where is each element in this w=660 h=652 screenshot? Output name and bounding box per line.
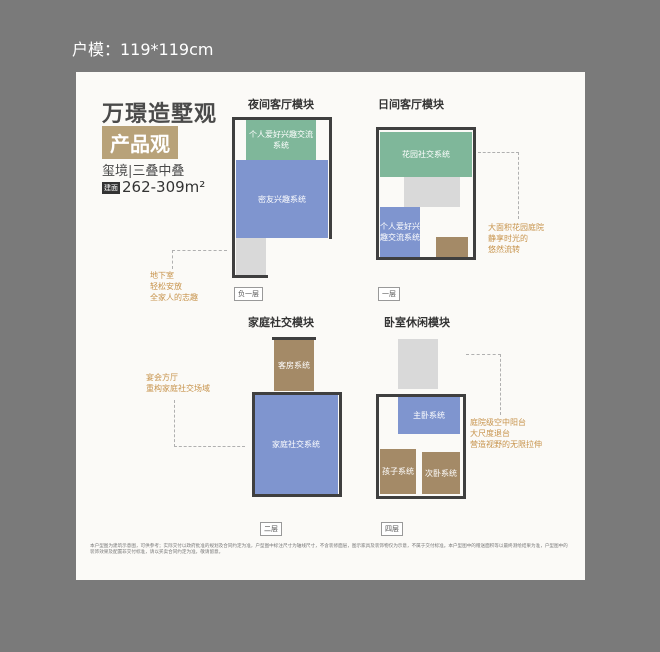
card-badge: 产品观 [102,126,178,159]
floor-label-2f: 二层 [260,522,282,536]
page-caption: 户模：119*119cm [72,40,214,59]
footnote: 本户型图为建筑示意图，可供参考；实际交付以政府批准的规划及合同约定为准，户型图中… [90,544,568,555]
plan-1f: 花园社交系统 个人爱好兴趣交流系统 [376,117,476,292]
courtyard [404,177,460,207]
floor-label-1f: 一层 [378,287,400,301]
annotation-basement: 地下室 轻松安放 全家人的志趣 [150,271,198,302]
card-title: 万璟造墅观 [102,101,218,127]
card-subtitle: 玺境|三叠中叠 [102,164,185,179]
leader-hall [174,400,245,447]
room-garden: 花园社交系统 [380,132,472,177]
plan-basement: 个人爱好兴趣交流系统 密友兴趣系统 [232,117,332,292]
floor-label-4f: 四层 [381,522,403,536]
module-title-family: 家庭社交模块 [248,316,314,329]
room-guest: 客房系统 [274,339,314,391]
room-second: 次卧系统 [422,452,460,494]
area-value: 262-309m² [122,178,206,196]
room-friends: 密友兴趣系统 [236,160,328,238]
room-kitchen [436,237,468,257]
plan-2f: 客房系统 家庭社交系统 [252,334,342,524]
stair-basement [236,238,266,276]
leader-terrace [466,354,501,415]
annotation-terrace: 庭院级空中阳台 大尺度退台 营造视野的无限拉伸 [470,418,542,449]
leader-garden [478,152,519,219]
annotation-garden: 大面积花园庭院 静享时光的 悠然流转 [488,223,544,254]
module-title-bedroom: 卧室休闲模块 [384,316,450,329]
module-title-day: 日间客厅模块 [378,98,444,111]
module-title-night: 夜间客厅模块 [248,98,314,111]
area-tag: 建面 [102,181,120,194]
room-family-social: 家庭社交系统 [254,394,338,494]
plan-4f: 主卧系统 孩子系统 次卧系统 [376,334,466,524]
room-hobby-basement: 个人爱好兴趣交流系统 [246,120,316,160]
annotation-hall: 宴会方厅 重构家庭社交场域 [146,373,210,393]
room-master: 主卧系统 [398,396,460,434]
room-child: 孩子系统 [380,449,416,494]
leader-basement [172,250,227,269]
terrace [398,339,438,389]
floor-label-basement: 负一层 [234,287,263,301]
room-hobby-1f: 个人爱好兴趣交流系统 [380,207,420,257]
